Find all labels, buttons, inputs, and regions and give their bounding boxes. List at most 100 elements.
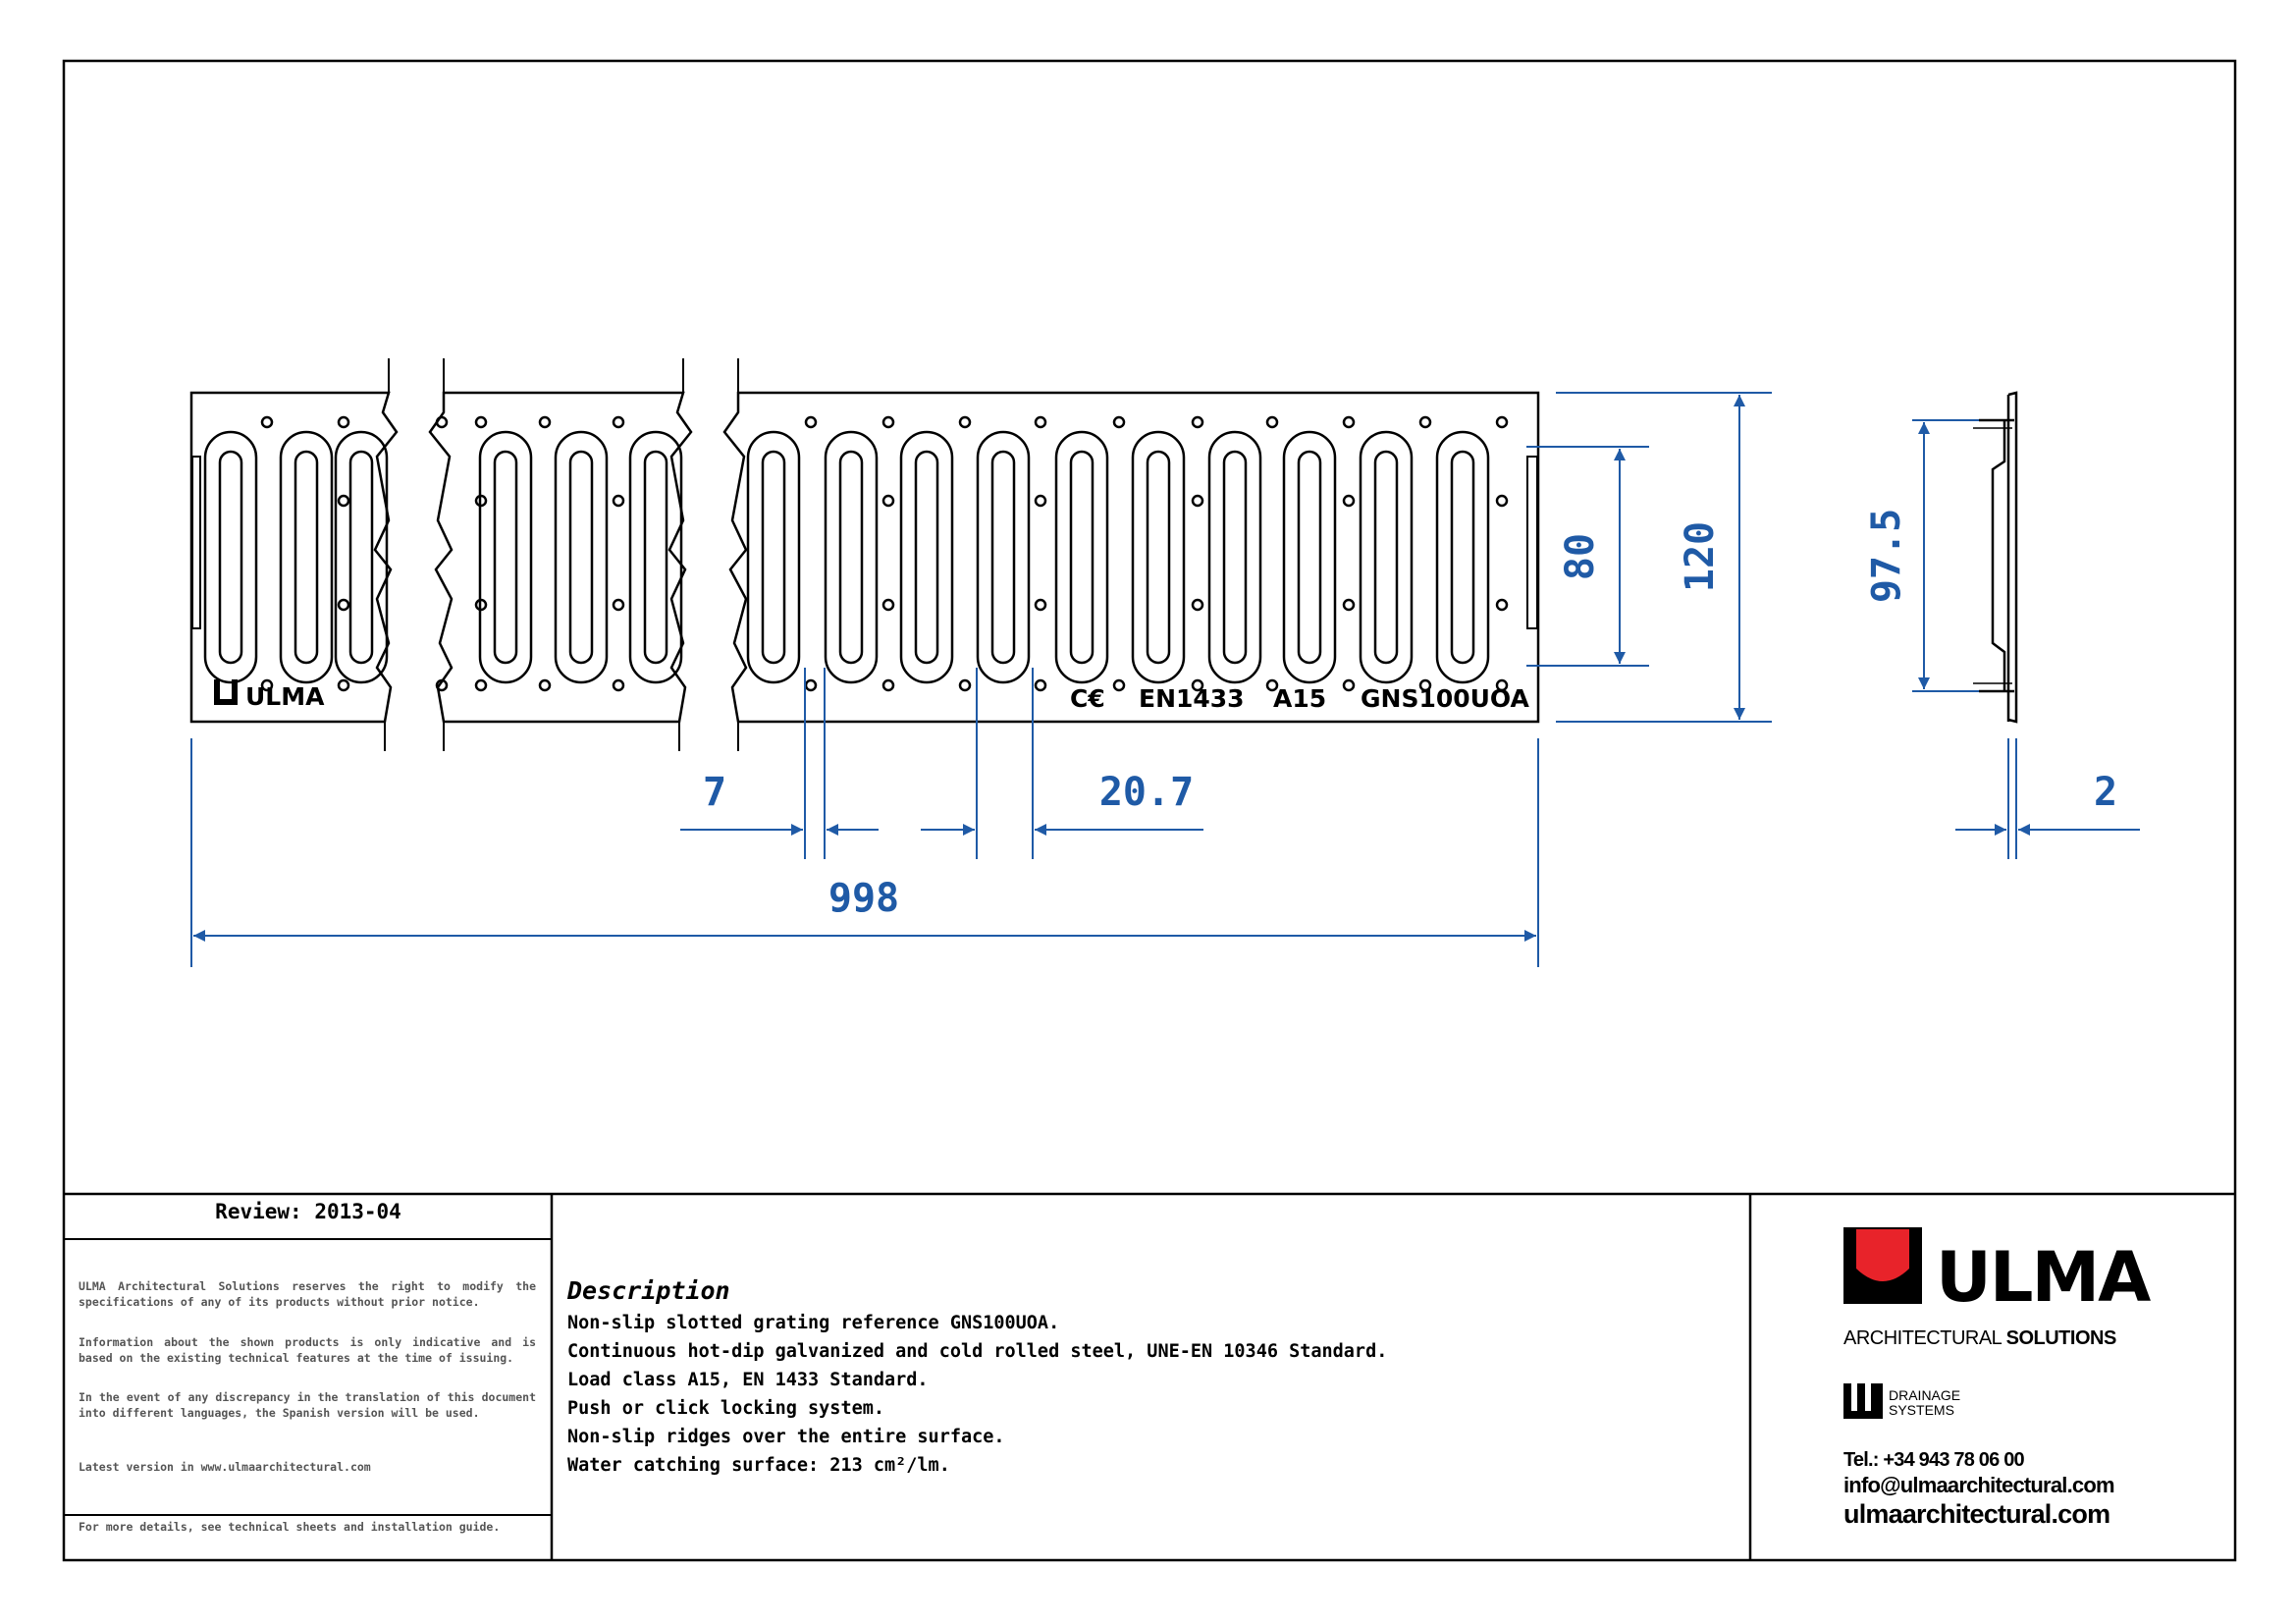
fixing-hole — [1342, 415, 1356, 429]
drainage-systems-label: DRAINAGE SYSTEMS — [1889, 1388, 1960, 1418]
fixing-hole — [1034, 415, 1047, 429]
slot-outline — [1207, 430, 1262, 684]
fixing-hole — [1418, 678, 1432, 692]
fixing-hole — [1342, 678, 1356, 692]
description-line: Load class A15, EN 1433 Standard. — [567, 1370, 929, 1390]
slot-opening — [1222, 450, 1248, 665]
dim-20-7-label: 20.7 — [1099, 770, 1194, 815]
slot-opening — [1373, 450, 1399, 665]
description-block: Description Non-slip slotted grating ref… — [567, 1276, 1745, 1480]
fixing-hole — [337, 494, 350, 508]
fixing-hole — [881, 678, 895, 692]
fixing-hole — [1495, 415, 1509, 429]
slot-opening — [294, 450, 319, 665]
stamp-ce: C€ — [1070, 684, 1105, 713]
left-end-cap — [191, 456, 201, 629]
slot-outline — [554, 430, 609, 684]
fixing-hole — [474, 678, 488, 692]
fixing-hole — [804, 678, 818, 692]
sheet-border — [62, 59, 2237, 1562]
dim-120 — [1556, 392, 1772, 723]
drainage-systems-icon — [1843, 1383, 1883, 1419]
contact-tel: Tel.: +34 943 78 06 00 — [1843, 1449, 2025, 1471]
slot-outline — [334, 430, 389, 684]
disclaimer-note-3: In the event of any discrepancy in the t… — [79, 1390, 536, 1420]
slot-opening — [218, 450, 243, 665]
fixing-hole — [1112, 678, 1126, 692]
slot-opening — [1450, 450, 1475, 665]
description-line: Water catching surface: 213 cm²/lm. — [567, 1455, 950, 1476]
slot-outline — [1054, 430, 1109, 684]
fixing-hole — [1112, 415, 1126, 429]
grating-segment-3 — [722, 391, 1540, 724]
fixing-hole — [1495, 494, 1509, 508]
disclaimer-note-2: Information about the shown products is … — [79, 1335, 536, 1365]
fixing-hole — [1191, 678, 1204, 692]
fixing-hole — [435, 415, 449, 429]
slot-opening — [914, 450, 939, 665]
fixing-hole — [1342, 494, 1356, 508]
fixing-hole — [958, 678, 972, 692]
slot-outline — [628, 430, 683, 684]
dim-120-label: 120 — [1678, 521, 1723, 592]
drainage-line-2: SYSTEMS — [1889, 1402, 1954, 1418]
stamp-reference: GNS100UOA — [1361, 684, 1530, 713]
slot-opening — [838, 450, 864, 665]
grating-holes — [260, 415, 1509, 692]
fixing-hole — [474, 598, 488, 612]
slot-outline — [1131, 430, 1186, 684]
fixing-hole — [958, 415, 972, 429]
contact-email[interactable]: info@ulmaarchitectural.com — [1843, 1473, 2115, 1497]
fixing-hole — [881, 494, 895, 508]
slot-opening — [568, 450, 594, 665]
dim-97-5-label: 97.5 — [1864, 509, 1909, 603]
slot-outline — [478, 430, 533, 684]
fixing-hole — [1191, 598, 1204, 612]
description-line: Non-slip ridges over the entire surface. — [567, 1427, 1005, 1447]
slot-outline — [1435, 430, 1490, 684]
dim-20-7 — [921, 668, 1203, 859]
slot-opening — [348, 450, 374, 665]
right-end-cap — [1526, 456, 1538, 629]
fixing-hole — [612, 494, 625, 508]
dim-97-5 — [1912, 419, 1979, 692]
slot-outline — [1359, 430, 1414, 684]
contact-web[interactable]: ulmaarchitectural.com — [1843, 1499, 2110, 1529]
fixing-hole — [1418, 415, 1432, 429]
dim-7-label: 7 — [703, 770, 726, 815]
fixing-hole — [260, 678, 274, 692]
footer-note: For more details, see technical sheets a… — [79, 1520, 501, 1534]
stamp-maker: ULMA — [245, 682, 325, 711]
grating-segment-1 — [189, 391, 399, 724]
dim-998-label: 998 — [828, 876, 899, 921]
fixing-hole — [337, 415, 350, 429]
fixing-hole — [474, 415, 488, 429]
fixing-hole — [1034, 598, 1047, 612]
fixing-hole — [337, 598, 350, 612]
description-line: Continuous hot-dip galvanized and cold r… — [567, 1341, 1388, 1362]
slot-outline — [824, 430, 879, 684]
dim-998 — [190, 738, 1539, 967]
slot-outline — [976, 430, 1031, 684]
slot-opening — [990, 450, 1016, 665]
dim-2-label: 2 — [2094, 770, 2117, 815]
ulma-stamp-logo — [214, 679, 238, 705]
fixing-hole — [881, 598, 895, 612]
slot-outline — [279, 430, 334, 684]
brand-subtitle: ARCHITECTURAL SOLUTIONS — [1843, 1327, 2116, 1350]
fixing-hole — [538, 415, 552, 429]
grating-side-view — [1973, 391, 2018, 724]
break-line-left-1 — [384, 358, 390, 751]
fixing-hole — [612, 415, 625, 429]
fixing-hole — [612, 598, 625, 612]
slot-opening — [761, 450, 786, 665]
fixing-hole — [260, 415, 274, 429]
grating-slots — [203, 430, 1490, 684]
break-line-mid-1 — [678, 358, 684, 751]
ulma-brand-logo — [1843, 1227, 1922, 1304]
dim-7 — [680, 668, 879, 859]
dim-80 — [1526, 446, 1649, 667]
stamp-standard: EN1433 — [1139, 684, 1245, 713]
fixing-hole — [1495, 598, 1509, 612]
description-line: Non-slip slotted grating reference GNS10… — [567, 1313, 1060, 1333]
